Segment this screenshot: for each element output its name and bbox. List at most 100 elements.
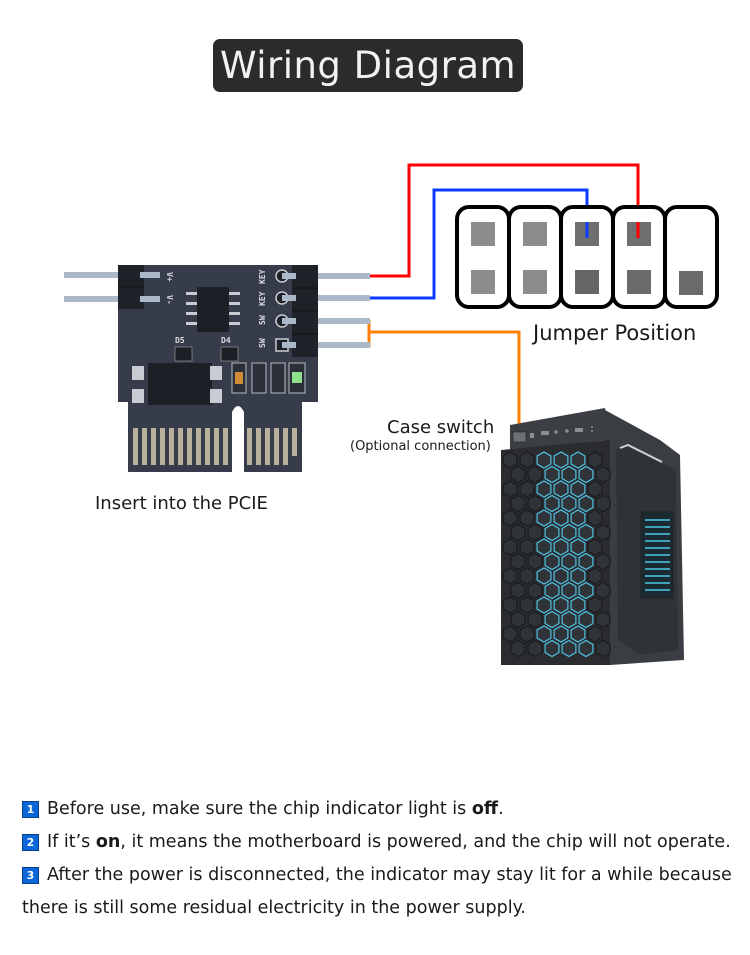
mesh-hex	[536, 480, 552, 498]
ic-chip	[197, 287, 229, 332]
jumper-pin	[523, 222, 547, 246]
mesh-hex	[587, 538, 603, 556]
silk-sw-2: SW	[258, 338, 267, 348]
mesh-hex	[587, 480, 603, 498]
mesh-hex	[595, 465, 611, 484]
mesh-hex	[502, 625, 518, 643]
mesh-hex	[587, 625, 603, 643]
note-text: After the power is disconnected, the ind…	[47, 865, 732, 885]
mesh-hex	[527, 552, 543, 571]
silk-d5: D5	[175, 336, 185, 345]
mesh-hex	[553, 567, 569, 585]
jumper-header	[455, 205, 719, 309]
mesh-hex	[578, 552, 594, 571]
mesh-hex	[578, 523, 594, 542]
jumper-pin	[523, 270, 547, 294]
pin-right-2	[290, 295, 370, 301]
number-badge-icon: 3	[22, 867, 39, 884]
mesh-hex	[536, 451, 552, 469]
mesh-hex	[578, 494, 594, 513]
front-mesh	[502, 451, 611, 658]
mesh-hex	[544, 523, 560, 542]
gold-fingers	[133, 428, 297, 465]
jumper-pin	[627, 270, 651, 294]
mesh-hex	[502, 480, 518, 498]
mesh-hex	[510, 581, 526, 600]
mesh-hex	[519, 596, 535, 614]
mesh-hex	[519, 509, 535, 527]
mesh-hex	[536, 509, 552, 527]
mesh-hex	[519, 538, 535, 556]
mesh-hex	[595, 552, 611, 571]
jumper-pins	[471, 222, 703, 295]
mesh-hex	[510, 639, 526, 658]
note-text: If it’s on, it means the motherboard is …	[47, 832, 731, 852]
mesh-hex	[544, 581, 560, 600]
mesh-hex	[553, 538, 569, 556]
mesh-hex	[595, 523, 611, 542]
mesh-hex	[570, 509, 586, 527]
mesh-hex	[510, 494, 526, 513]
mesh-hex	[570, 538, 586, 556]
mesh-hex	[595, 639, 611, 658]
silk-v-minus: V-	[165, 295, 174, 305]
mesh-hex	[587, 567, 603, 585]
case-switch-label: Case switch	[387, 417, 495, 438]
mesh-hex	[510, 523, 526, 542]
mesh-hex	[544, 610, 560, 629]
mesh-hex	[544, 552, 560, 571]
mesh-hex	[536, 538, 552, 556]
mesh-hex	[519, 625, 535, 643]
mesh-hex	[587, 596, 603, 614]
mesh-hex	[570, 480, 586, 498]
mesh-hex	[553, 596, 569, 614]
mesh-hex	[527, 465, 543, 484]
pin-left-1	[64, 272, 154, 278]
mesh-hex	[544, 465, 560, 484]
mesh-hex	[561, 465, 577, 484]
mesh-hex	[578, 581, 594, 600]
case-power-button	[512, 431, 527, 443]
computer-case	[501, 408, 684, 665]
jumper-pin	[575, 270, 599, 294]
jumper-column	[455, 205, 719, 309]
mesh-hex	[570, 451, 586, 469]
mesh-hex	[536, 567, 552, 585]
note-item: 2 If it’s on, it means the motherboard i…	[22, 826, 742, 859]
mesh-hex	[519, 567, 535, 585]
note-item: 3 After the power is disconnected, the i…	[22, 859, 742, 892]
case-switch-note: (Optional connection)	[350, 439, 491, 454]
mesh-hex	[527, 523, 543, 542]
mesh-hex	[578, 639, 594, 658]
jumper-pin	[471, 222, 495, 246]
mesh-hex	[553, 451, 569, 469]
mesh-hex	[570, 567, 586, 585]
pcie-adapter-board: V+ V- KEY KEY SW SW D5 D4	[64, 265, 370, 472]
mesh-hex	[502, 567, 518, 585]
mesh-hex	[536, 596, 552, 614]
mesh-hex	[595, 610, 611, 629]
notes-list: 1 Before use, make sure the chip indicat…	[22, 793, 742, 925]
mesh-hex	[595, 581, 611, 600]
red-wire	[370, 163, 640, 278]
mesh-hex	[561, 610, 577, 629]
number-badge-icon: 2	[22, 834, 39, 851]
silk-key-2: KEY	[258, 291, 267, 306]
number-badge-icon: 1	[22, 801, 39, 818]
mesh-hex	[561, 494, 577, 513]
mesh-hex	[587, 509, 603, 527]
note-text: Before use, make sure the chip indicator…	[47, 799, 504, 819]
mesh-hex	[502, 509, 518, 527]
mesh-hex	[544, 494, 560, 513]
mesh-hex	[570, 625, 586, 643]
mesh-hex	[536, 625, 552, 643]
mesh-hex	[544, 639, 560, 658]
mesh-hex	[561, 523, 577, 542]
mesh-hex	[561, 552, 577, 571]
mesh-hex	[502, 538, 518, 556]
note-text-continued: there is still some residual electricity…	[22, 898, 526, 918]
mesh-hex	[553, 480, 569, 498]
mesh-hex	[553, 509, 569, 527]
mesh-hex	[502, 596, 518, 614]
